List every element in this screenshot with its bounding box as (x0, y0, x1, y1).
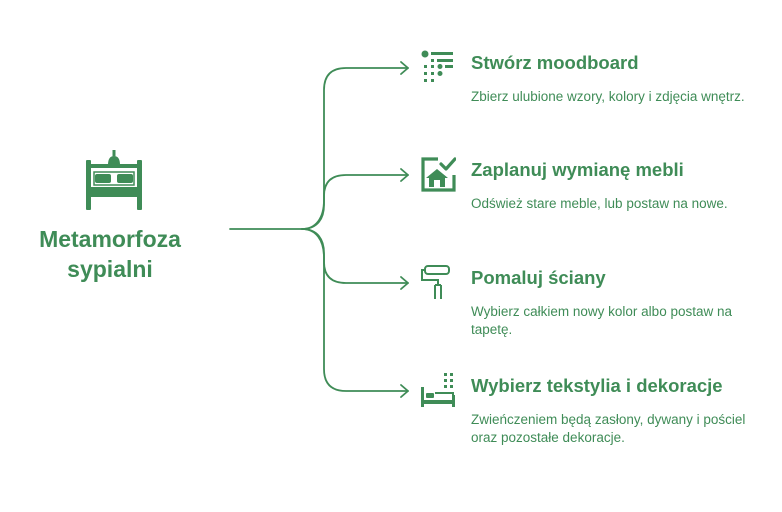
step-description: Zwieńczeniem będą zasłony, dywany i pośc… (471, 412, 746, 445)
connector-branch-4 (301, 228, 409, 392)
bed-with-lamp-icon (86, 150, 142, 210)
house-plan-check-icon (421, 157, 456, 192)
step-title: Zaplanuj wymianę mebli (471, 159, 684, 180)
step-title: Stwórz moodboard (471, 52, 639, 73)
step-description: Odśwież stare meble, lub postaw na nowe. (471, 196, 728, 211)
connector-branch-2 (301, 174, 409, 230)
arrowhead-1 (400, 61, 409, 75)
hub-title: Metamorfoza sypialni (39, 226, 181, 282)
step-title: Pomaluj ściany (471, 267, 606, 288)
arrowhead-2 (400, 168, 409, 182)
step-title: Wybierz tekstylia i dekoracje (471, 375, 723, 396)
bed-textiles-icon (421, 373, 455, 407)
step-description: Wybierz całkiem nowy kolor albo postaw n… (471, 304, 732, 337)
moodboard-list-icon (421, 50, 453, 82)
paint-roller-icon (421, 265, 450, 299)
arrowhead-3 (400, 276, 409, 290)
connector-branch-1 (301, 67, 409, 230)
arrowhead-4 (400, 384, 409, 398)
step-description: Zbierz ulubione wzory, kolory i zdjęcia … (471, 89, 745, 104)
